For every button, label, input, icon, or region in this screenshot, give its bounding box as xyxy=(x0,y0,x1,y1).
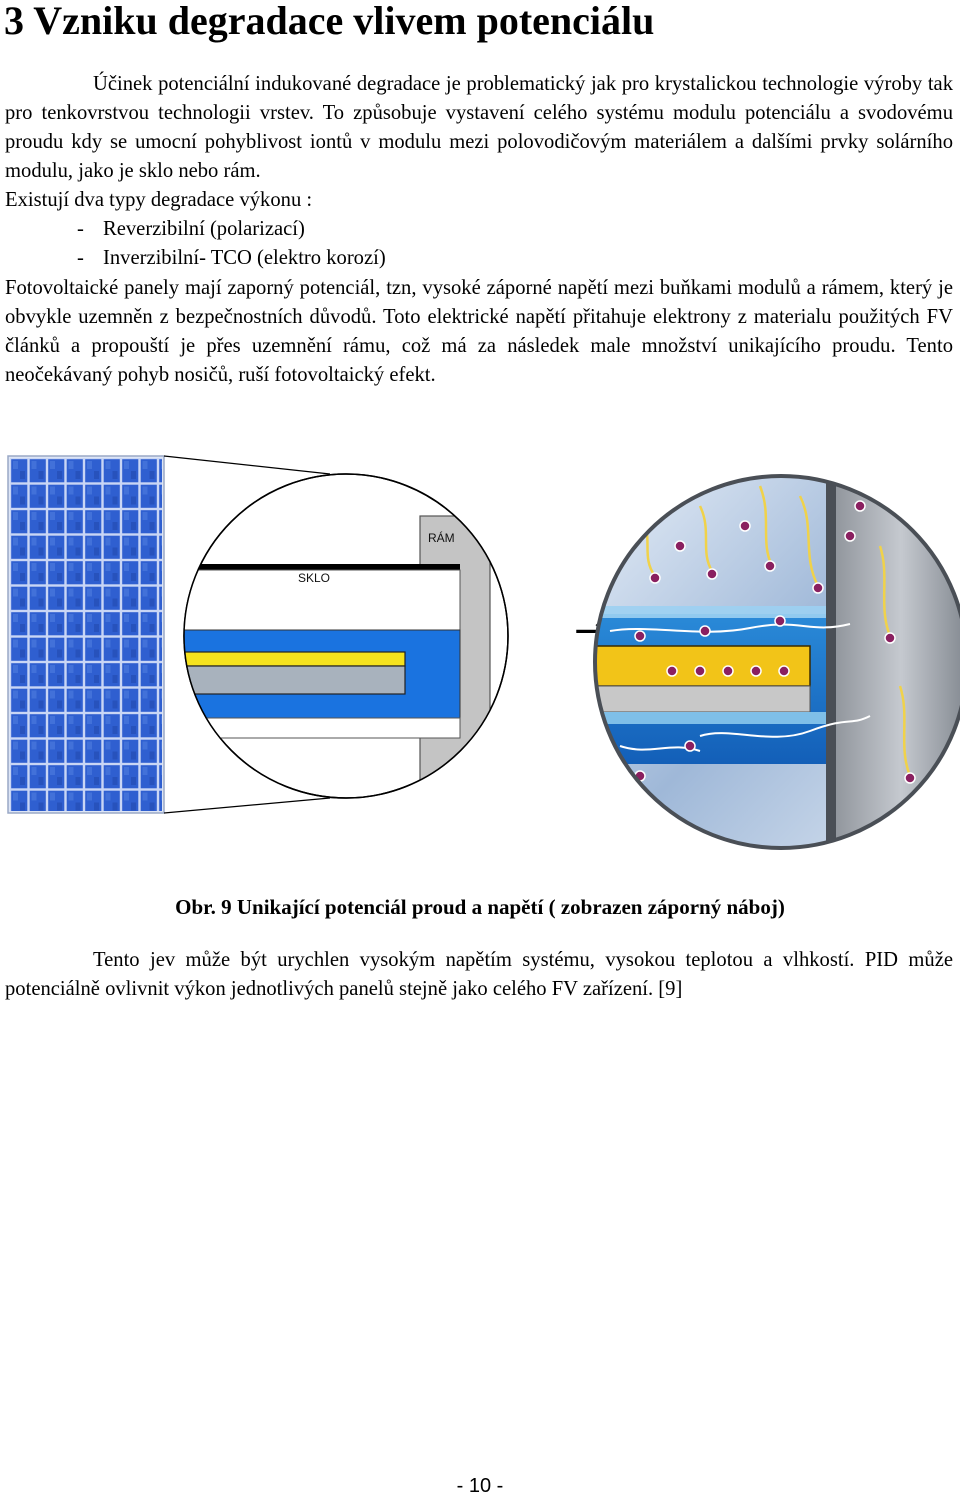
pid-figure: RÁM SKLO → xyxy=(0,446,960,866)
detail-circle xyxy=(593,474,960,850)
list-marker: - xyxy=(77,218,84,240)
page-number: - 10 - xyxy=(456,1475,504,1497)
paragraph-conclusion: Tento jev může být urychlen vysokým napě… xyxy=(5,949,953,1000)
list-marker: - xyxy=(77,247,84,269)
label-sklo: SKLO xyxy=(298,571,330,585)
paragraph-types-intro: Existují dva typy degradace výkonu : xyxy=(5,189,313,211)
list-item-text: Reverzibilní (polarizací) xyxy=(103,218,305,240)
cross-section-circle: RÁM SKLO xyxy=(183,473,509,799)
solar-panel xyxy=(7,455,165,814)
section-heading: 3 Vzniku degradace vlivem potenciálu xyxy=(4,0,655,43)
list-item-text: Inverzibilní- TCO (elektro korozí) xyxy=(103,247,386,269)
figure-caption: Obr. 9 Unikající potenciál proud a napět… xyxy=(0,892,960,922)
paragraph-intro: Účinek potenciální indukované degradace … xyxy=(5,73,953,182)
caption-prefix: Obr. xyxy=(175,895,216,919)
label-ram: RÁM xyxy=(428,530,455,545)
list-item: -Reverzibilní (polarizací) xyxy=(5,215,305,244)
list-item: -Inverzibilní- TCO (elektro korozí) xyxy=(5,244,386,273)
pid-illustration: RÁM SKLO → xyxy=(7,455,960,850)
paragraph-explanation: Fotovoltaické panely mají zaporný potenc… xyxy=(5,277,953,386)
caption-text: 9 Unikající potenciál proud a napětí ( z… xyxy=(221,895,785,919)
